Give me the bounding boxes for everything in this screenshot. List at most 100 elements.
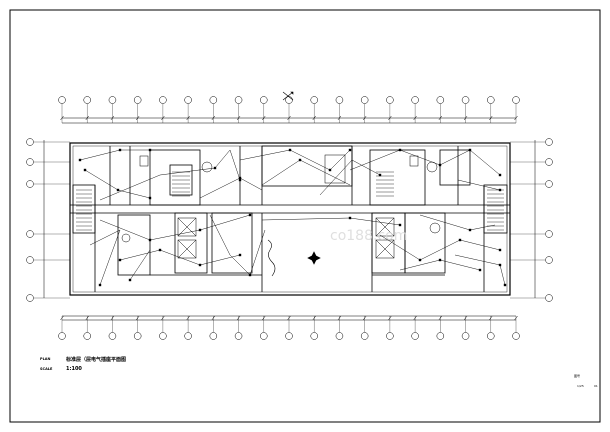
socket-outlet xyxy=(148,196,152,200)
scale-value: 1:100 xyxy=(66,366,82,372)
dim-tick xyxy=(287,315,291,321)
grid-axis-top xyxy=(58,96,520,123)
axis-bubble-top xyxy=(58,96,66,104)
wiring-run xyxy=(119,249,241,266)
axis-bubble-bottom xyxy=(360,332,369,340)
grid-axis-right xyxy=(510,138,553,302)
socket-outlet xyxy=(118,258,122,262)
socket-outlet xyxy=(498,188,502,192)
socket-outlet xyxy=(98,283,102,287)
dim-tick xyxy=(135,115,140,121)
wiring-run xyxy=(379,234,501,261)
wiring-run xyxy=(99,214,251,241)
dim-tick xyxy=(110,315,115,321)
dim-tick xyxy=(489,315,493,321)
axis-bubble-right xyxy=(545,158,553,166)
socket-outlet xyxy=(498,173,502,177)
axis-bubble-bottom xyxy=(310,332,318,340)
axis-bubble-right xyxy=(545,138,553,146)
dim-tick xyxy=(337,315,342,321)
axis-bubble-right xyxy=(545,294,553,302)
dim-tick xyxy=(362,115,367,121)
socket-outlet xyxy=(468,148,472,152)
axis-bubble-top xyxy=(335,96,344,104)
dimension-ticks xyxy=(60,115,518,321)
axis-bubble-top xyxy=(310,96,318,104)
socket-outlet xyxy=(238,253,242,257)
socket-outlet xyxy=(78,158,82,162)
dim-tick xyxy=(60,315,64,321)
axis-bubble-right xyxy=(545,230,553,238)
wiring-run xyxy=(399,259,481,271)
axis-bubble-top xyxy=(133,96,142,104)
wiring-run xyxy=(129,249,151,281)
axis-bubble-bottom xyxy=(83,332,91,340)
dim-tick xyxy=(438,115,443,121)
dim-tick xyxy=(438,315,443,321)
watermark: co188.com xyxy=(330,228,407,244)
dim-tick xyxy=(388,115,392,121)
socket-outlet xyxy=(248,273,252,277)
axis-bubble-top xyxy=(159,96,167,104)
north-arrow-icon xyxy=(282,91,294,101)
axis-bubble-left xyxy=(26,158,34,166)
lobby-feature-icon xyxy=(307,251,321,265)
wiring-run xyxy=(199,177,263,199)
grid-axis-left xyxy=(26,138,70,302)
plan-key-label: PLAN xyxy=(40,357,51,361)
socket-outlet xyxy=(398,223,402,227)
axis-bubble-top xyxy=(234,96,243,104)
socket-outlet xyxy=(328,168,332,172)
wiring-run xyxy=(214,149,241,181)
axis-bubble-left xyxy=(26,180,34,188)
wiring-run xyxy=(349,149,441,171)
axis-bubble-bottom xyxy=(234,332,243,340)
axis-bubble-bottom xyxy=(285,332,293,340)
socket-outlets xyxy=(78,148,507,287)
socket-outlet xyxy=(248,213,252,217)
wiring-run xyxy=(261,159,351,186)
axis-bubble-bottom xyxy=(386,332,394,340)
dim-tick xyxy=(236,315,241,321)
socket-outlet xyxy=(238,176,242,180)
axis-bubble-top xyxy=(512,96,520,104)
socket-outlet xyxy=(83,168,87,172)
socket-outlet xyxy=(398,148,402,152)
socket-outlet xyxy=(148,148,152,152)
socket-outlet xyxy=(503,283,507,287)
dim-tick xyxy=(236,115,241,121)
plumbing-fixtures xyxy=(121,154,441,243)
socket-outlet xyxy=(213,166,217,170)
scale-key-label: SCALE xyxy=(40,367,53,371)
axis-bubble-left xyxy=(26,294,34,302)
axis-bubble-bottom xyxy=(209,332,218,340)
axis-bubble-bottom xyxy=(58,332,66,340)
wiring-run xyxy=(457,179,501,191)
axis-bubble-bottom xyxy=(461,332,470,340)
axis-bubble-bottom xyxy=(487,332,495,340)
socket-outlet xyxy=(116,188,120,192)
dim-tick xyxy=(514,315,518,321)
dim-tick xyxy=(211,315,216,321)
wiring-run xyxy=(89,229,121,286)
socket-outlet xyxy=(498,248,502,252)
socket-outlet xyxy=(458,238,462,242)
title-block-line-2: 1/25 xyxy=(577,384,584,388)
curved-wall xyxy=(267,239,276,277)
axis-bubble-top xyxy=(487,96,495,104)
dim-tick xyxy=(110,115,115,121)
dim-tick xyxy=(262,115,266,121)
dim-tick xyxy=(186,115,190,121)
socket-outlet xyxy=(298,158,302,162)
elevator-shafts xyxy=(177,217,395,259)
axis-bubble-bottom xyxy=(184,332,192,340)
dim-tick xyxy=(388,315,392,321)
dim-tick xyxy=(413,115,417,121)
axis-bubble-bottom xyxy=(159,332,167,340)
dim-tick xyxy=(463,315,468,321)
dim-tick xyxy=(312,115,316,121)
socket-outlet xyxy=(348,216,352,220)
axis-bubble-top xyxy=(461,96,470,104)
socket-outlet xyxy=(198,263,202,267)
